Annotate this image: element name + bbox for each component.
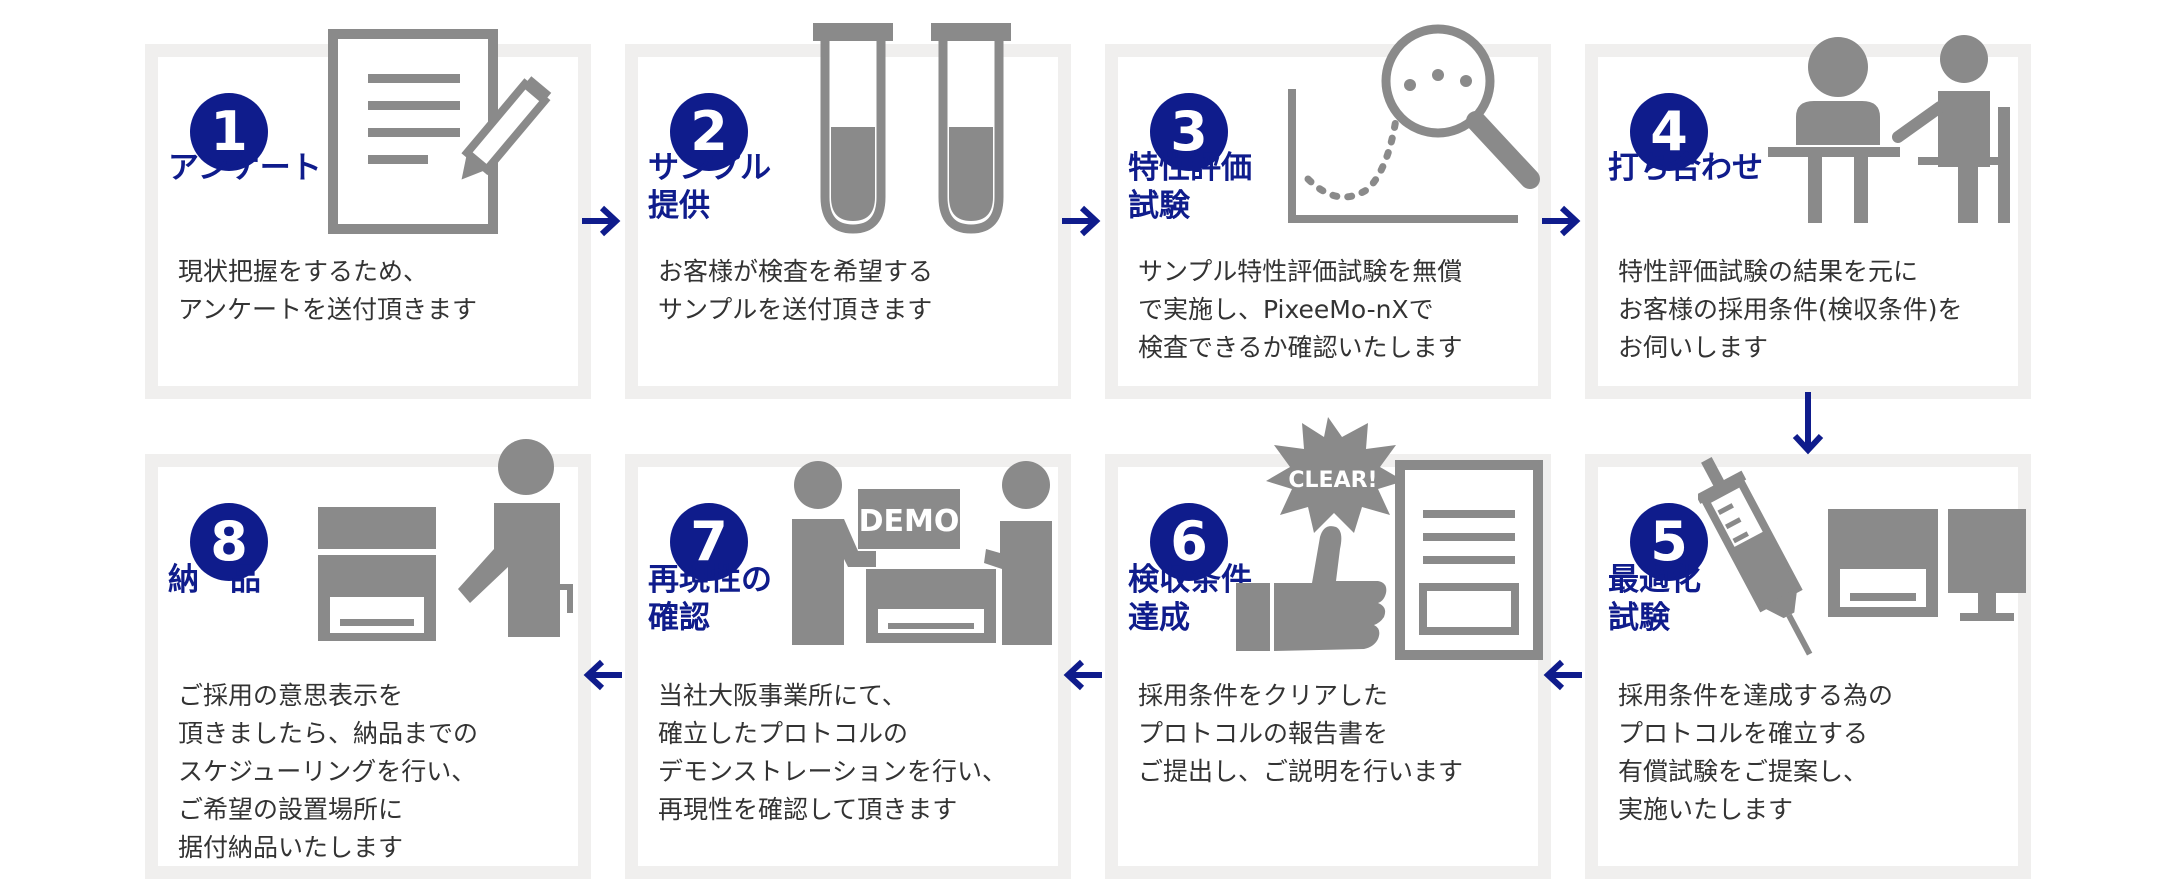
arrow-left-5-6 [1543,659,1582,691]
step-card-2: 2 サンプル 提供 お客様が検査を希望する サンプルを送付頂きます [625,23,1071,399]
arrow-left-7-8 [583,659,622,691]
clear-report-icon: CLEAR! [1236,417,1543,660]
step-card-5: 5 最適化 試験 採用条件を達成する為の プロトコルを確立する 有償試験をご提案… [1585,454,2031,879]
test-tubes-icon [813,23,1011,234]
step-title: 最適化 試験 [1608,562,1701,636]
step-description: 特性評価試験の結果を元に お客様の採用条件(検収条件)を お伺いします [1618,257,1963,362]
instrument-monitor-icon [1828,509,2026,621]
step-title: 特性評価 試験 [1128,150,1252,224]
step-card-8: 8 納 品 ご採用の意思表示を 頂きましたら、納品までの スケジューリングを行い… [145,439,591,879]
step-number-badge: 6 [1150,503,1228,581]
arrow-right-1-2 [582,205,621,237]
step-number-badge: 3 [1150,93,1228,171]
step-title: 再現性の 確認 [648,562,772,636]
step-card-1: 1 アンケート 現状把握をするため、 アンケートを送付頂きます [145,29,591,399]
magnifier-chart-icon [1288,24,1540,223]
step-title: 納 品 [168,562,261,598]
step-title: 検収条件 達成 [1128,562,1252,636]
step-number-badge: 5 [1630,503,1708,581]
step-card-7: 7 再現性の 確認 DEMO 当社大阪事業所にて、 確立したプロトコルの デモン… [625,454,1071,879]
arrow-right-3-4 [1542,205,1581,237]
step-description: 採用条件を達成する為の プロトコルを確立する 有償試験をご提案し、 実施いたしま… [1618,681,1894,824]
step-card-3: 3 特性評価 試験 サンプル特性評価試験を無償 で実施し、PixeeMo-nXで… [1105,24,1551,399]
step-number-badge: 2 [670,93,748,171]
step-description: 現状把握をするため、 アンケートを送付頂きます [178,257,478,324]
step-description: サンプル特性評価試験を無償 で実施し、PixeeMo-nXで 検査できるか確認い… [1138,257,1463,362]
step-description: 当社大阪事業所にて、 確立したプロトコルの デモンストレーションを行い、 再現性… [658,681,1008,824]
step-card-6: 6 検収条件 達成 CLEAR! 採用条件をクリアした プロトコルの報告書を ご… [1105,417,1551,879]
meeting-people-icon [1768,35,2010,223]
syringe-icon [1698,457,1813,656]
step-description: 採用条件をクリアした プロトコルの報告書を ご提出し、ご説明を行います [1138,681,1464,786]
arrow-left-6-7 [1063,659,1102,691]
demo-screen-label: DEMO [859,504,960,539]
arrow-right-2-3 [1062,205,1101,237]
step-number-badge: 4 [1630,93,1708,171]
step-number-badge: 7 [670,503,748,581]
step-title: サンプル 提供 [648,150,772,224]
arrow-down-4-5 [1792,392,1824,455]
demo-presentation-icon: DEMO [792,461,1052,645]
step-number-badge: 8 [190,503,268,581]
step-description: お客様が検査を希望する サンプルを送付頂きます [658,257,934,324]
clear-burst-label: CLEAR! [1288,468,1377,493]
questionnaire-icon [328,29,552,234]
step-number-badge: 1 [190,93,268,171]
step-card-4: 4 打ち合わせ 特性評価試験の結果を元に お客様の採用条件(検収条件)を お伺い… [1585,35,2031,399]
step-title: 打ち合わせ [1608,150,1763,186]
step-description: ご採用の意思表示を 頂きましたら、納品までの スケジューリングを行い、 ご希望の… [178,681,479,862]
delivery-installation-icon [318,439,573,641]
step-title: アンケート [168,150,322,186]
